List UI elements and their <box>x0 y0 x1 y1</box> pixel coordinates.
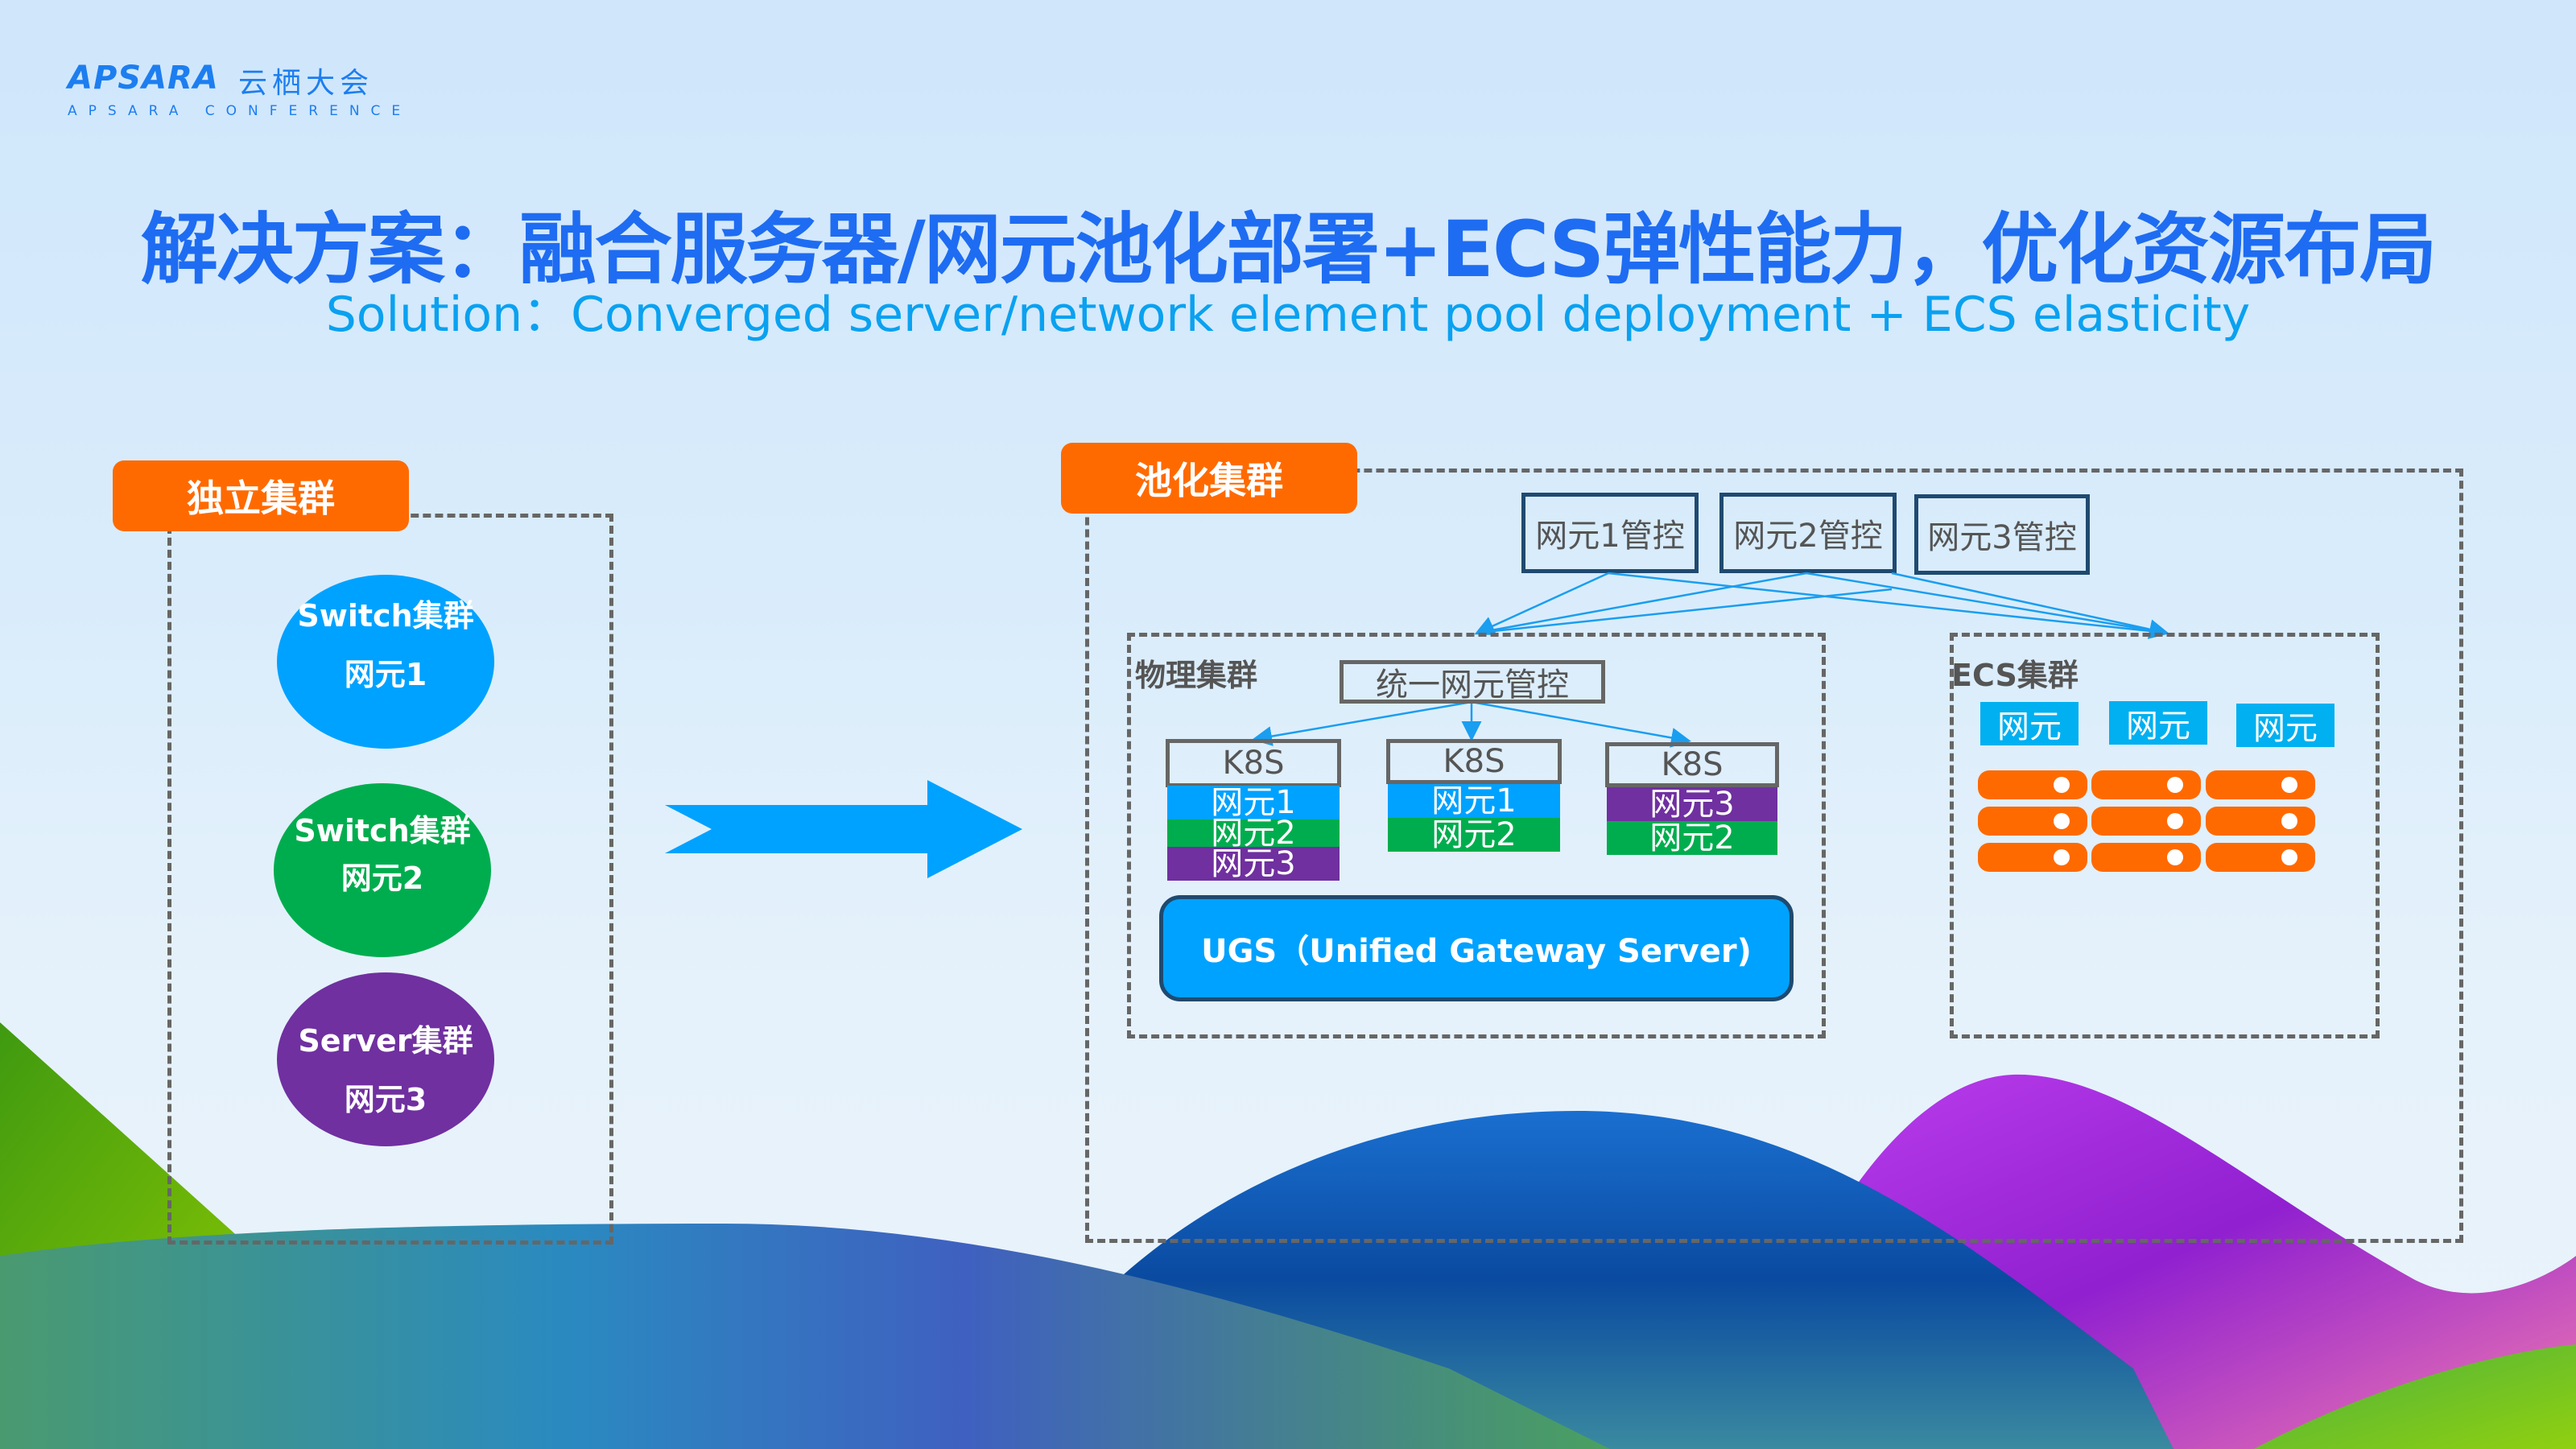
k8s-node-2-element-1: 网元1 <box>1388 784 1560 818</box>
link-ctrl1-ecs <box>1608 572 2166 634</box>
k8s-node-2-header: K8S <box>1386 739 1562 784</box>
cluster-ellipse-2: Switch集群 网元2 <box>274 783 491 957</box>
server-led-icon <box>2167 849 2183 865</box>
controller-box-2: 网元2管控 <box>1719 493 1897 573</box>
cluster-name: Switch集群 <box>294 813 471 848</box>
cluster-ellipse-3: Server集群 网元3 <box>277 972 494 1146</box>
pooled-cluster-tag: 池化集群 <box>1061 443 1357 514</box>
ecs-cluster-box <box>1950 633 2380 1038</box>
link-ctrl2-physical <box>1477 572 1807 634</box>
server-led-icon <box>2054 849 2070 865</box>
server-led-icon <box>2167 813 2183 829</box>
ecs-element-3: 网元 <box>2236 704 2334 747</box>
server-rack-icon <box>1978 807 2087 836</box>
server-led-icon <box>2281 777 2297 793</box>
page-subtitle: Solution：Converged server/network elemen… <box>325 287 2251 343</box>
server-rack-icon <box>2091 843 2201 872</box>
cluster-name: Switch集群 <box>297 598 474 634</box>
ecs-cluster-label: ECS集群 <box>1951 658 2079 693</box>
cluster-element: 网元1 <box>344 657 427 692</box>
server-rack-icon <box>1978 770 2087 799</box>
cluster-ellipse-1: Switch集群 网元1 <box>277 575 494 749</box>
server-led-icon <box>2054 777 2070 793</box>
link-unified-k8s-3 <box>1471 700 1691 748</box>
k8s-node-1-element-3: 网元3 <box>1167 847 1340 881</box>
k8s-node-1-element-1: 网元1 <box>1167 786 1340 819</box>
controller-box-1: 网元1管控 <box>1521 493 1699 573</box>
cluster-element: 网元3 <box>344 1082 427 1117</box>
server-led-icon <box>2054 813 2070 829</box>
unified-control-box: 统一网元管控 <box>1340 660 1605 704</box>
k8s-node-3-element-2: 网元2 <box>1607 821 1777 855</box>
k8s-node-1-header: K8S <box>1166 739 1341 787</box>
page-title: 解决方案：融合服务器/网元池化部署+ECS弹性能力，优化资源布局 <box>140 204 2437 295</box>
physical-cluster-label: 物理集群 <box>1135 658 1258 693</box>
server-led-icon <box>2167 777 2183 793</box>
independent-cluster-tag: 独立集群 <box>113 460 409 531</box>
server-rack-icon <box>2091 770 2201 799</box>
cluster-name: Server集群 <box>298 1023 473 1059</box>
server-rack-icon <box>2091 807 2201 836</box>
pooled-cluster-box <box>1085 469 2463 1243</box>
logo-tagline: APSARA CONFERENCE <box>68 103 412 119</box>
link-ctrl1-physical <box>1474 572 1609 636</box>
k8s-node-3-element-1: 网元3 <box>1607 787 1777 821</box>
server-rack-icon <box>2206 843 2315 872</box>
logo-brand-cn: 云栖大会 <box>238 67 374 100</box>
k8s-node-3-header: K8S <box>1605 742 1779 787</box>
server-rack-icon <box>2206 807 2315 836</box>
link-ctrl2-ecs <box>1806 572 2166 634</box>
ecs-element-1: 网元 <box>1980 702 2079 745</box>
right-arrow-icon <box>665 780 1022 878</box>
k8s-node-1-element-2: 网元2 <box>1167 817 1340 849</box>
server-rack-icon <box>2206 770 2315 799</box>
server-led-icon <box>2281 813 2297 829</box>
controller-box-3: 网元3管控 <box>1914 494 2090 575</box>
k8s-node-2-element-2: 网元2 <box>1388 818 1560 852</box>
server-rack-icon <box>1978 843 2087 872</box>
logo-brand: APSARA <box>68 60 219 97</box>
link-ctrl3-ecs <box>1891 572 2169 639</box>
cluster-element: 网元2 <box>341 861 424 896</box>
ecs-element-2: 网元 <box>2109 701 2207 745</box>
physical-cluster-box <box>1127 633 1826 1038</box>
ugs-box: UGS（Unified Gateway Server) <box>1159 895 1794 1001</box>
link-unified-k8s-1 <box>1252 700 1472 746</box>
server-led-icon <box>2281 849 2297 865</box>
